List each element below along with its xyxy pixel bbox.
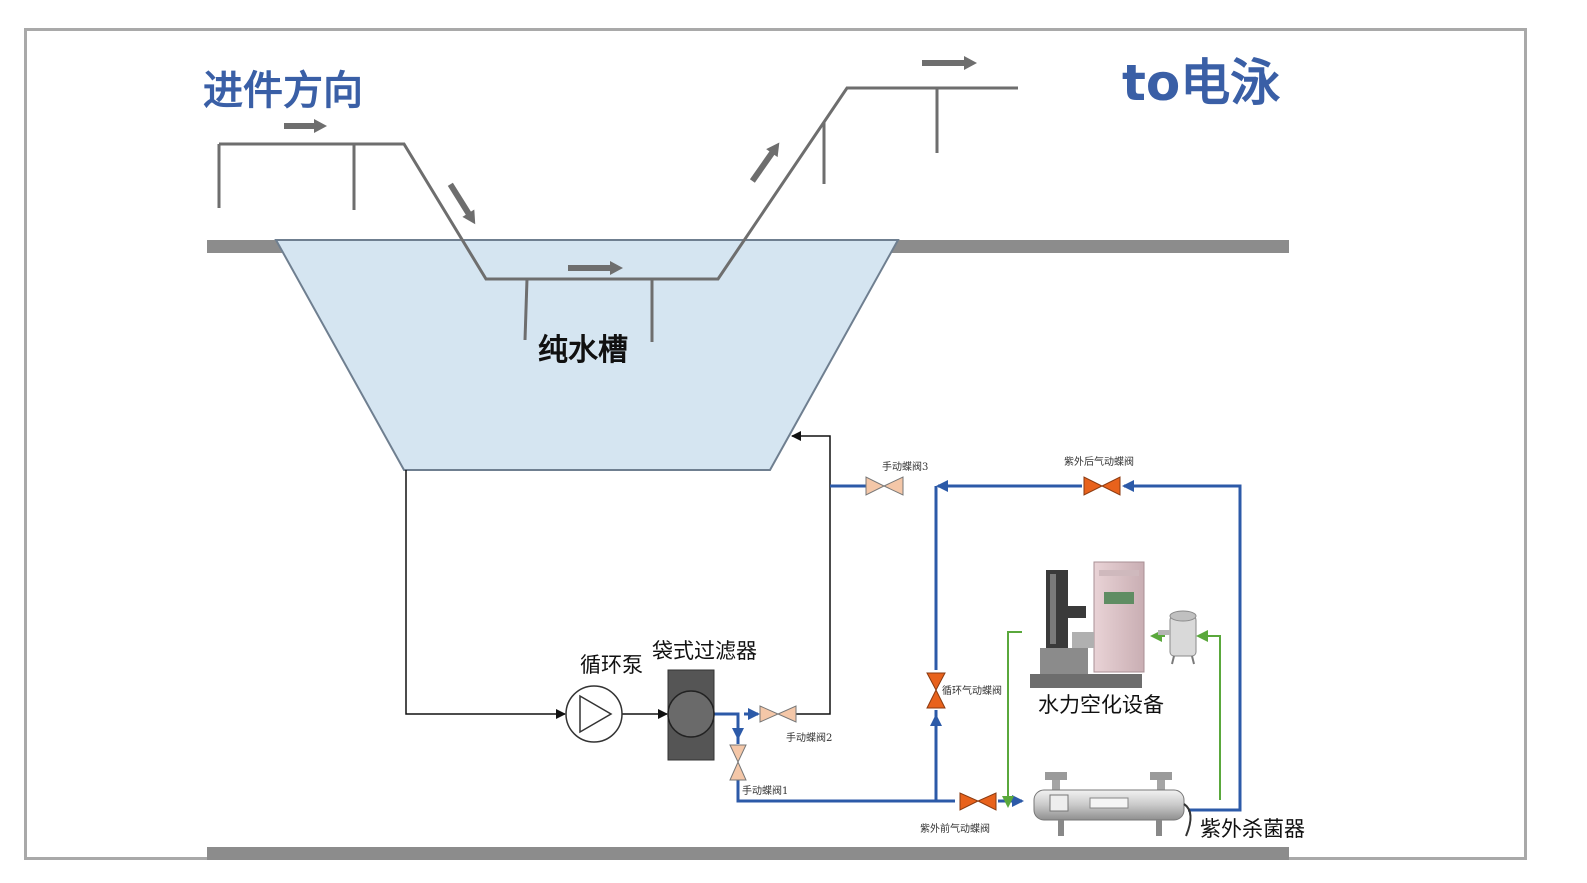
manual-valve-2-label: 手动蝶阀2: [786, 731, 832, 744]
uv-post-pneumatic-valve-label: 紫外后气动蝶阀: [1064, 455, 1134, 468]
direction-arrow-3: [568, 261, 623, 275]
incoming-direction-title: 进件方向: [203, 68, 363, 114]
bottom-rail: [207, 847, 1289, 860]
bag-filter-label: 袋式过滤器: [652, 639, 757, 663]
direction-arrow-1: [284, 119, 327, 133]
hydrodynamic-cavitation-label: 水力空化设备: [1038, 693, 1164, 717]
green-piping: [1007, 631, 1221, 800]
direction-arrow-2: [447, 182, 476, 225]
to-electrophoresis-title: to电泳: [1122, 54, 1280, 112]
uv-pre-pneumatic-valve: [959, 792, 997, 811]
uv-post-pneumatic-valve: [1083, 476, 1121, 496]
circulation-pump: [565, 685, 623, 743]
conveyor-line: [219, 86, 1018, 281]
uv-pre-pneumatic-valve-label: 紫外前气动蝶阀: [920, 822, 990, 835]
blue-piping: [714, 484, 1242, 812]
uv-sterilizer: [1033, 772, 1192, 837]
hanger-3: [523, 278, 529, 341]
direction-arrow-4: [749, 142, 780, 183]
uv-sterilizer-label: 紫外杀菌器: [1200, 817, 1305, 841]
circulation-pump-label: 循环泵: [580, 653, 643, 677]
circulation-pneumatic-valve-label: 循环气动蝶阀: [942, 684, 1002, 697]
tank-label: 纯水槽: [538, 333, 628, 368]
bag-filter: [667, 669, 715, 761]
manual-valve-3-label: 手动蝶阀3: [882, 460, 928, 473]
circulation-pneumatic-valve: [926, 672, 946, 709]
pure-water-tank: [274, 239, 900, 471]
manual-valve-2: [759, 705, 797, 723]
cartridge-filter-vessel: [1158, 610, 1197, 665]
manual-valve-1-label: 手动蝶阀1: [742, 784, 788, 797]
manual-valve-3: [865, 476, 904, 496]
suction-pipe: [405, 470, 566, 719]
return-pipe: [791, 431, 831, 715]
direction-arrow-5: [922, 56, 977, 70]
hydrodynamic-cavitation-equipment: [1030, 561, 1145, 688]
manual-valve-1: [729, 744, 747, 781]
